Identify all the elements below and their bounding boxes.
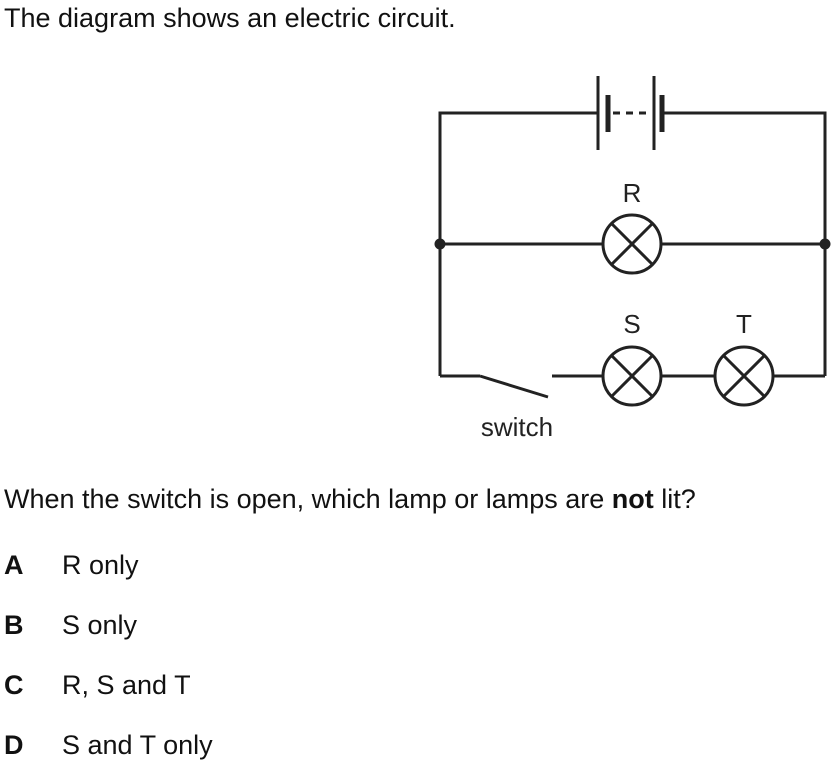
circuit-diagram: R S T switch	[434, 76, 831, 442]
option-text: S and T only	[62, 730, 213, 760]
lamp-label-s: S	[623, 309, 640, 339]
lamp-label-t: T	[736, 309, 752, 339]
intro-text: The diagram shows an electric circuit.	[4, 3, 456, 33]
question-after: lit?	[653, 484, 696, 514]
option-letter: C	[4, 670, 24, 700]
switch-icon	[479, 374, 549, 399]
option-text: R, S and T	[62, 670, 191, 700]
option-b[interactable]: B S only	[4, 610, 137, 641]
junction-dot-icon	[819, 238, 831, 250]
lamp-r-icon	[601, 213, 663, 275]
question-before: When the switch is open, which lamp or l…	[4, 484, 612, 514]
option-text: S only	[62, 610, 138, 640]
battery-icon	[596, 76, 665, 150]
top-wire	[438, 111, 827, 376]
lamp-t-icon	[713, 345, 775, 407]
option-d[interactable]: D S and T only	[4, 730, 213, 761]
question-text: When the switch is open, which lamp or l…	[4, 484, 696, 515]
lamp-label-r: R	[623, 178, 642, 208]
option-a[interactable]: A R only	[4, 550, 139, 581]
option-letter: D	[4, 730, 24, 760]
question-emphasis: not	[611, 484, 654, 514]
option-letter: A	[4, 550, 24, 580]
option-text: R only	[62, 550, 139, 580]
option-c[interactable]: C R, S and T	[4, 670, 191, 701]
option-letter: B	[4, 610, 24, 640]
junction-dot-icon	[434, 238, 446, 250]
switch-label: switch	[481, 412, 553, 442]
lamp-s-icon	[601, 345, 663, 407]
